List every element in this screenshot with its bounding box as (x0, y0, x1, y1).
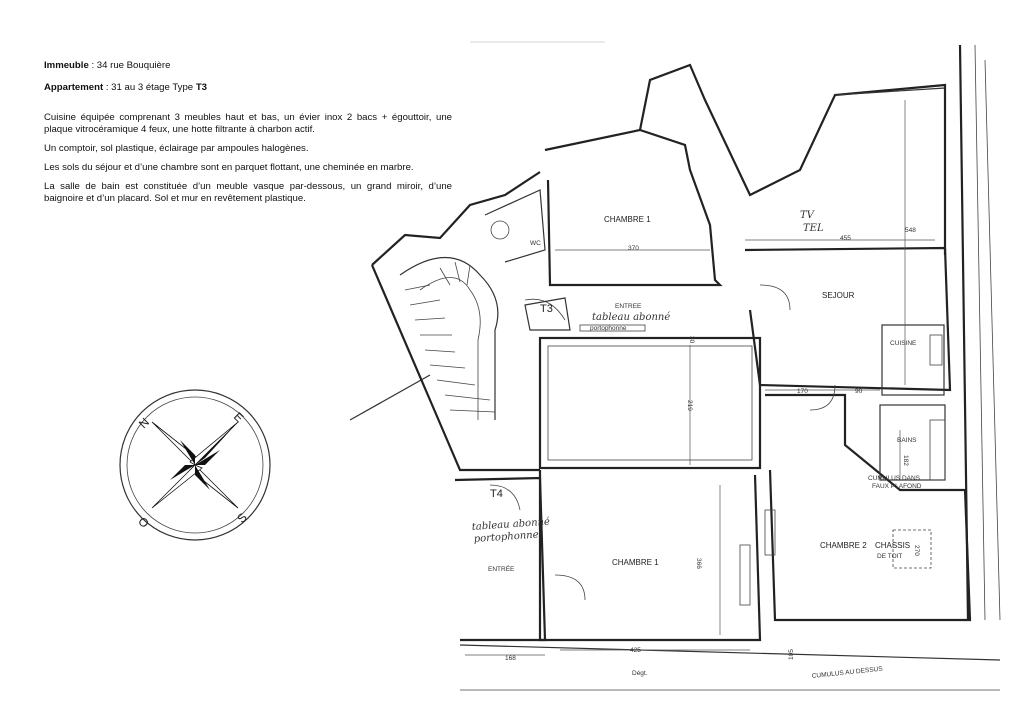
dim-170: 170 (797, 388, 808, 395)
room-bains: BAINS (897, 437, 917, 444)
plan-walls (370, 44, 1001, 691)
dim-370: 370 (628, 245, 639, 252)
dim-425: 425 (630, 647, 641, 654)
dim-548: 548 (905, 227, 916, 234)
dim-219: 219 (686, 400, 693, 411)
description-block: Immeuble : 34 rue Bouquière Appartement … (44, 60, 452, 212)
compass-n: N (136, 415, 152, 431)
dimension-lines (465, 100, 935, 656)
room-chambre1-top: CHAMBRE 1 (604, 215, 651, 224)
dim-168: 168 (505, 655, 516, 662)
tag-t3: T3 (540, 303, 553, 315)
cumulus-line2: FAUX PLAFOND (872, 483, 922, 490)
room-chambre2: CHAMBRE 2 (820, 541, 867, 550)
room-cuisine: CUISINE (890, 340, 917, 347)
cumulus-bottom: CUMULUS AU DESSUS (811, 666, 883, 680)
tag-t4: T4 (490, 488, 503, 500)
dim-90: 90 (855, 388, 863, 395)
room-entree-bottom: ENTRÉE (488, 564, 515, 573)
room-degt: Dégt. (632, 670, 648, 677)
dim-455: 455 (840, 235, 851, 242)
bathroom-description: La salle de bain est constituée d’un meu… (44, 181, 452, 204)
kitchen-description: Cuisine équipée comprenant 3 meubles hau… (44, 112, 452, 135)
compass-s: S (234, 510, 250, 526)
floor-description: Les sols du séjour et d’une chambre sont… (44, 162, 414, 173)
label-tv: TV (800, 210, 816, 221)
dim-182: 182 (902, 455, 909, 466)
room-entree-top: ENTREE (615, 303, 642, 310)
room-wc: WC (530, 240, 541, 247)
apartment-line: Appartement : 31 au 3 étage Type T3 (44, 82, 208, 93)
compass-e: E (231, 410, 247, 426)
dim-270: 270 (913, 545, 920, 556)
tableau-bottom-line1: tableau abonné (471, 517, 550, 533)
room-sejour: SEJOUR (822, 291, 855, 300)
tableau-bottom-line2: portophonne (473, 529, 539, 545)
label-chassis: CHASSIS (875, 541, 910, 550)
building-line: Immeuble : 34 rue Bouquière (44, 60, 171, 71)
counter-description: Un comptoir, sol plastique, éclairage pa… (44, 143, 309, 154)
label-de-toit: DE TOIT (877, 553, 902, 560)
cumulus-line1: CUMULUS DANS (868, 475, 921, 482)
label-tel: TEL (803, 223, 824, 234)
compass-rose: N E S O (119, 389, 271, 541)
room-chambre1-bottom: CHAMBRE 1 (612, 558, 659, 567)
compass-o: O (135, 514, 152, 531)
dim-366: 366 (695, 558, 702, 569)
dim-105: 105 (788, 649, 795, 660)
tableau-top-line2: portophonne (590, 325, 627, 332)
dim-30: 30 (688, 336, 695, 344)
tableau-top-line1: tableau abonné (592, 312, 670, 323)
